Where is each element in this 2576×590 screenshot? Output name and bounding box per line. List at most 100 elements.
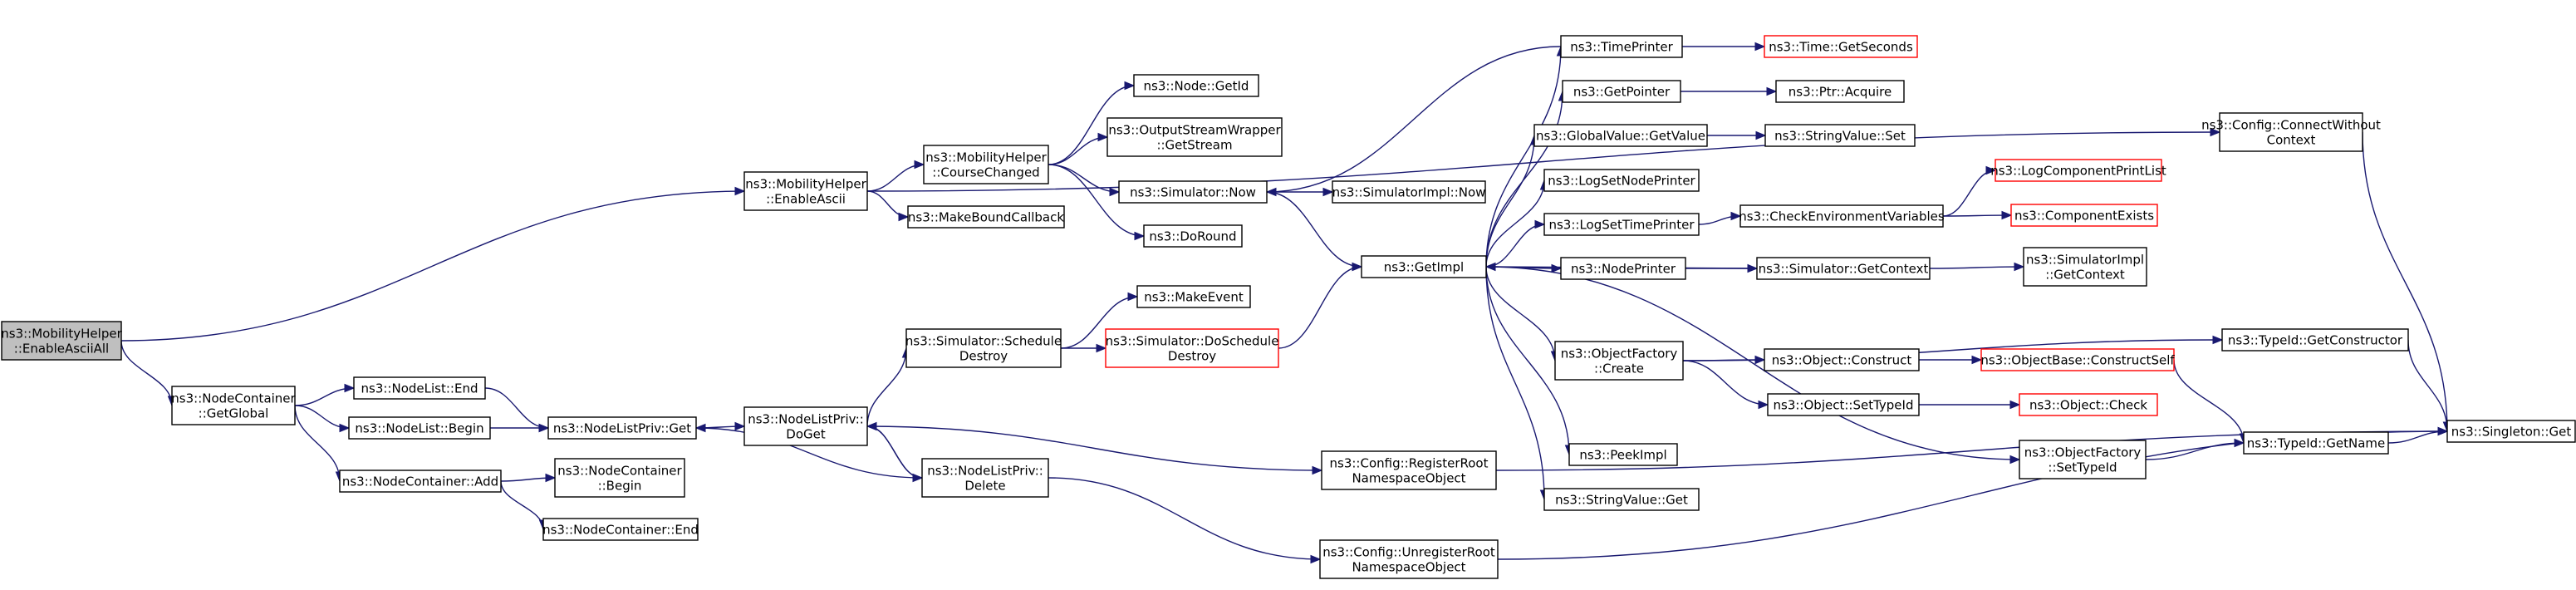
call-edge xyxy=(1060,292,1139,349)
node-label: ns3::MobilityHelper xyxy=(925,150,1047,165)
node-sim-now[interactable]: ns3::Simulator::Now xyxy=(1118,180,1268,204)
arrowhead-icon xyxy=(1985,165,1997,175)
call-edge-line xyxy=(866,347,907,427)
node-label: ::GetGlobal xyxy=(199,406,269,421)
node-label: ::EnableAscii xyxy=(766,192,846,207)
node-object-check[interactable]: ns3::Object::Check xyxy=(2019,393,2158,416)
node-nc-end[interactable]: ns3::NodeContainer::End xyxy=(542,518,699,541)
node-nodelist-end[interactable]: ns3::NodeList::End xyxy=(353,376,486,400)
node-doround[interactable]: ns3::DoRound xyxy=(1143,224,1243,248)
node-nodelistpriv-get[interactable]: ns3::NodeListPriv::Get xyxy=(547,416,697,440)
arrowhead-icon xyxy=(1534,219,1546,229)
node-box xyxy=(542,518,699,541)
node-sim-getcontext[interactable]: ns3::Simulator::GetContext xyxy=(1756,257,1931,280)
node-logcomponentprintlist[interactable]: ns3::LogComponentPrintList xyxy=(1990,159,2166,182)
node-label: Delete xyxy=(964,479,1005,494)
node-peekimpl[interactable]: ns3::PeekImpl xyxy=(1568,443,1678,466)
node-box xyxy=(1560,35,1683,58)
node-label: ns3::GlobalValue::GetValue xyxy=(1536,129,1705,144)
node-makeevent[interactable]: ns3::MakeEvent xyxy=(1136,285,1251,308)
node-root[interactable]: ns3::MobilityHelper::EnableAsciiAll xyxy=(1,321,123,361)
node-box xyxy=(2446,420,2576,443)
call-edge-line xyxy=(1485,266,1556,361)
node-nodelist-begin[interactable]: ns3::NodeList::Begin xyxy=(348,416,491,440)
node-box xyxy=(1,321,122,361)
node-label: ns3::TypeId::GetName xyxy=(2247,436,2385,451)
arrowhead-icon xyxy=(1352,262,1363,272)
arrowhead-icon xyxy=(2437,426,2449,436)
node-time-getseconds[interactable]: ns3::Time::GetSeconds xyxy=(1764,35,1918,58)
node-osw-getstream[interactable]: ns3::OutputStreamWrapper::GetStream xyxy=(1106,117,1283,157)
arrowhead-icon xyxy=(2009,400,2021,410)
node-ptr-acquire[interactable]: ns3::Ptr::Acquire xyxy=(1775,80,1905,103)
node-typeid-getconstructor[interactable]: ns3::TypeId::GetConstructor xyxy=(2221,328,2409,352)
call-edge xyxy=(866,347,911,427)
node-globalvalue-getvalue[interactable]: ns3::GlobalValue::GetValue xyxy=(1533,124,1708,147)
call-edge-line xyxy=(2145,442,2245,460)
call-edge-line xyxy=(1929,266,2024,269)
arrowhead-icon xyxy=(1127,292,1139,302)
node-singleton-get[interactable]: ns3::Singleton::Get xyxy=(2446,420,2576,443)
node-label: ns3::NodeListPriv:: xyxy=(927,464,1043,479)
node-box xyxy=(1739,204,1944,228)
arrowhead-icon xyxy=(1766,86,1778,96)
node-logsetnodeprinter[interactable]: ns3::LogSetNodePrinter xyxy=(1543,169,1700,192)
node-object-construct[interactable]: ns3::Object::Construct xyxy=(1764,348,1920,371)
node-logsettimeprinter[interactable]: ns3::LogSetTimePrinter xyxy=(1543,213,1700,236)
node-box xyxy=(1554,341,1684,381)
node-label: ns3::Node::GetId xyxy=(1144,79,1249,94)
node-nodelistpriv-delete[interactable]: ns3::NodeListPriv::Delete xyxy=(921,458,1049,498)
call-edge xyxy=(1681,86,1778,96)
node-objectfactory-create[interactable]: ns3::ObjectFactory::Create xyxy=(1554,341,1684,381)
node-mh-enableascii[interactable]: ns3::MobilityHelper::EnableAscii xyxy=(743,171,868,211)
node-nodeprinter[interactable]: ns3::NodePrinter xyxy=(1560,257,1686,280)
node-typeid-getname[interactable]: ns3::TypeId::GetName xyxy=(2243,431,2389,455)
node-object-settypeid[interactable]: ns3::Object::SetTypeId xyxy=(1767,393,1920,416)
node-componentexists[interactable]: ns3::ComponentExists xyxy=(2010,204,2158,227)
call-edge xyxy=(2407,339,2452,433)
node-label: ns3::MobilityHelper xyxy=(1,327,122,342)
node-label: ::SetTypeId xyxy=(2048,460,2117,475)
node-simimpl-getcontext[interactable]: ns3::SimulatorImpl::GetContext xyxy=(2023,247,2147,287)
node-makeboundcallback[interactable]: ns3::MakeBoundCallback xyxy=(907,205,1065,229)
call-edge xyxy=(1265,46,1562,197)
node-timeprinter[interactable]: ns3::TimePrinter xyxy=(1560,35,1683,58)
node-objectbase-constructself[interactable]: ns3::ObjectBase::ConstructSelf xyxy=(1980,348,2175,371)
node-node-getid[interactable]: ns3::Node::GetId xyxy=(1133,74,1259,97)
call-edge xyxy=(120,186,746,342)
node-nc-add[interactable]: ns3::NodeContainer::Add xyxy=(339,470,502,493)
node-getimpl[interactable]: ns3::GetImpl xyxy=(1361,255,1487,278)
node-nc-begin[interactable]: ns3::NodeContainer::Begin xyxy=(554,458,685,498)
node-getpointer[interactable]: ns3::GetPointer xyxy=(1562,80,1681,103)
node-box xyxy=(1105,328,1279,368)
node-label: ns3::TimePrinter xyxy=(1570,40,1673,55)
node-box xyxy=(1106,117,1283,157)
call-edge xyxy=(2362,131,2452,433)
node-mh-coursechanged[interactable]: ns3::MobilityHelper::CourseChanged xyxy=(923,145,1049,184)
node-stringvalue-set[interactable]: ns3::StringValue::Set xyxy=(1764,124,1916,147)
node-stringvalue-get[interactable]: ns3::StringValue::Get xyxy=(1543,488,1700,511)
node-objectfactory-settypeid[interactable]: ns3::ObjectFactory::SetTypeId xyxy=(2019,440,2147,479)
call-edge xyxy=(1048,477,1322,564)
node-box xyxy=(1995,159,2162,182)
node-nodelistpriv-doget[interactable]: ns3::NodeListPriv::DoGet xyxy=(743,406,868,446)
node-label: ns3::NodeContainer xyxy=(557,464,682,479)
node-label: ::GetStream xyxy=(1156,138,1232,153)
node-box xyxy=(1543,169,1700,192)
node-box xyxy=(1533,124,1708,147)
call-edge-line xyxy=(1048,164,1145,237)
call-edge xyxy=(1048,164,1146,241)
arrowhead-icon xyxy=(538,423,550,433)
node-checkenvvars[interactable]: ns3::CheckEnvironmentVariables xyxy=(1739,204,1945,228)
node-label: ns3::Simulator::Schedule xyxy=(905,334,1062,349)
node-box xyxy=(1775,80,1905,103)
node-simimpl-now[interactable]: ns3::SimulatorImpl::Now xyxy=(1332,180,1486,204)
node-nc-getglobal[interactable]: ns3::NodeContainer::GetGlobal xyxy=(171,386,297,425)
call-edge xyxy=(1942,210,2013,220)
node-config-unregisterroot[interactable]: ns3::Config::UnregisterRootNamespaceObje… xyxy=(1319,539,1499,579)
